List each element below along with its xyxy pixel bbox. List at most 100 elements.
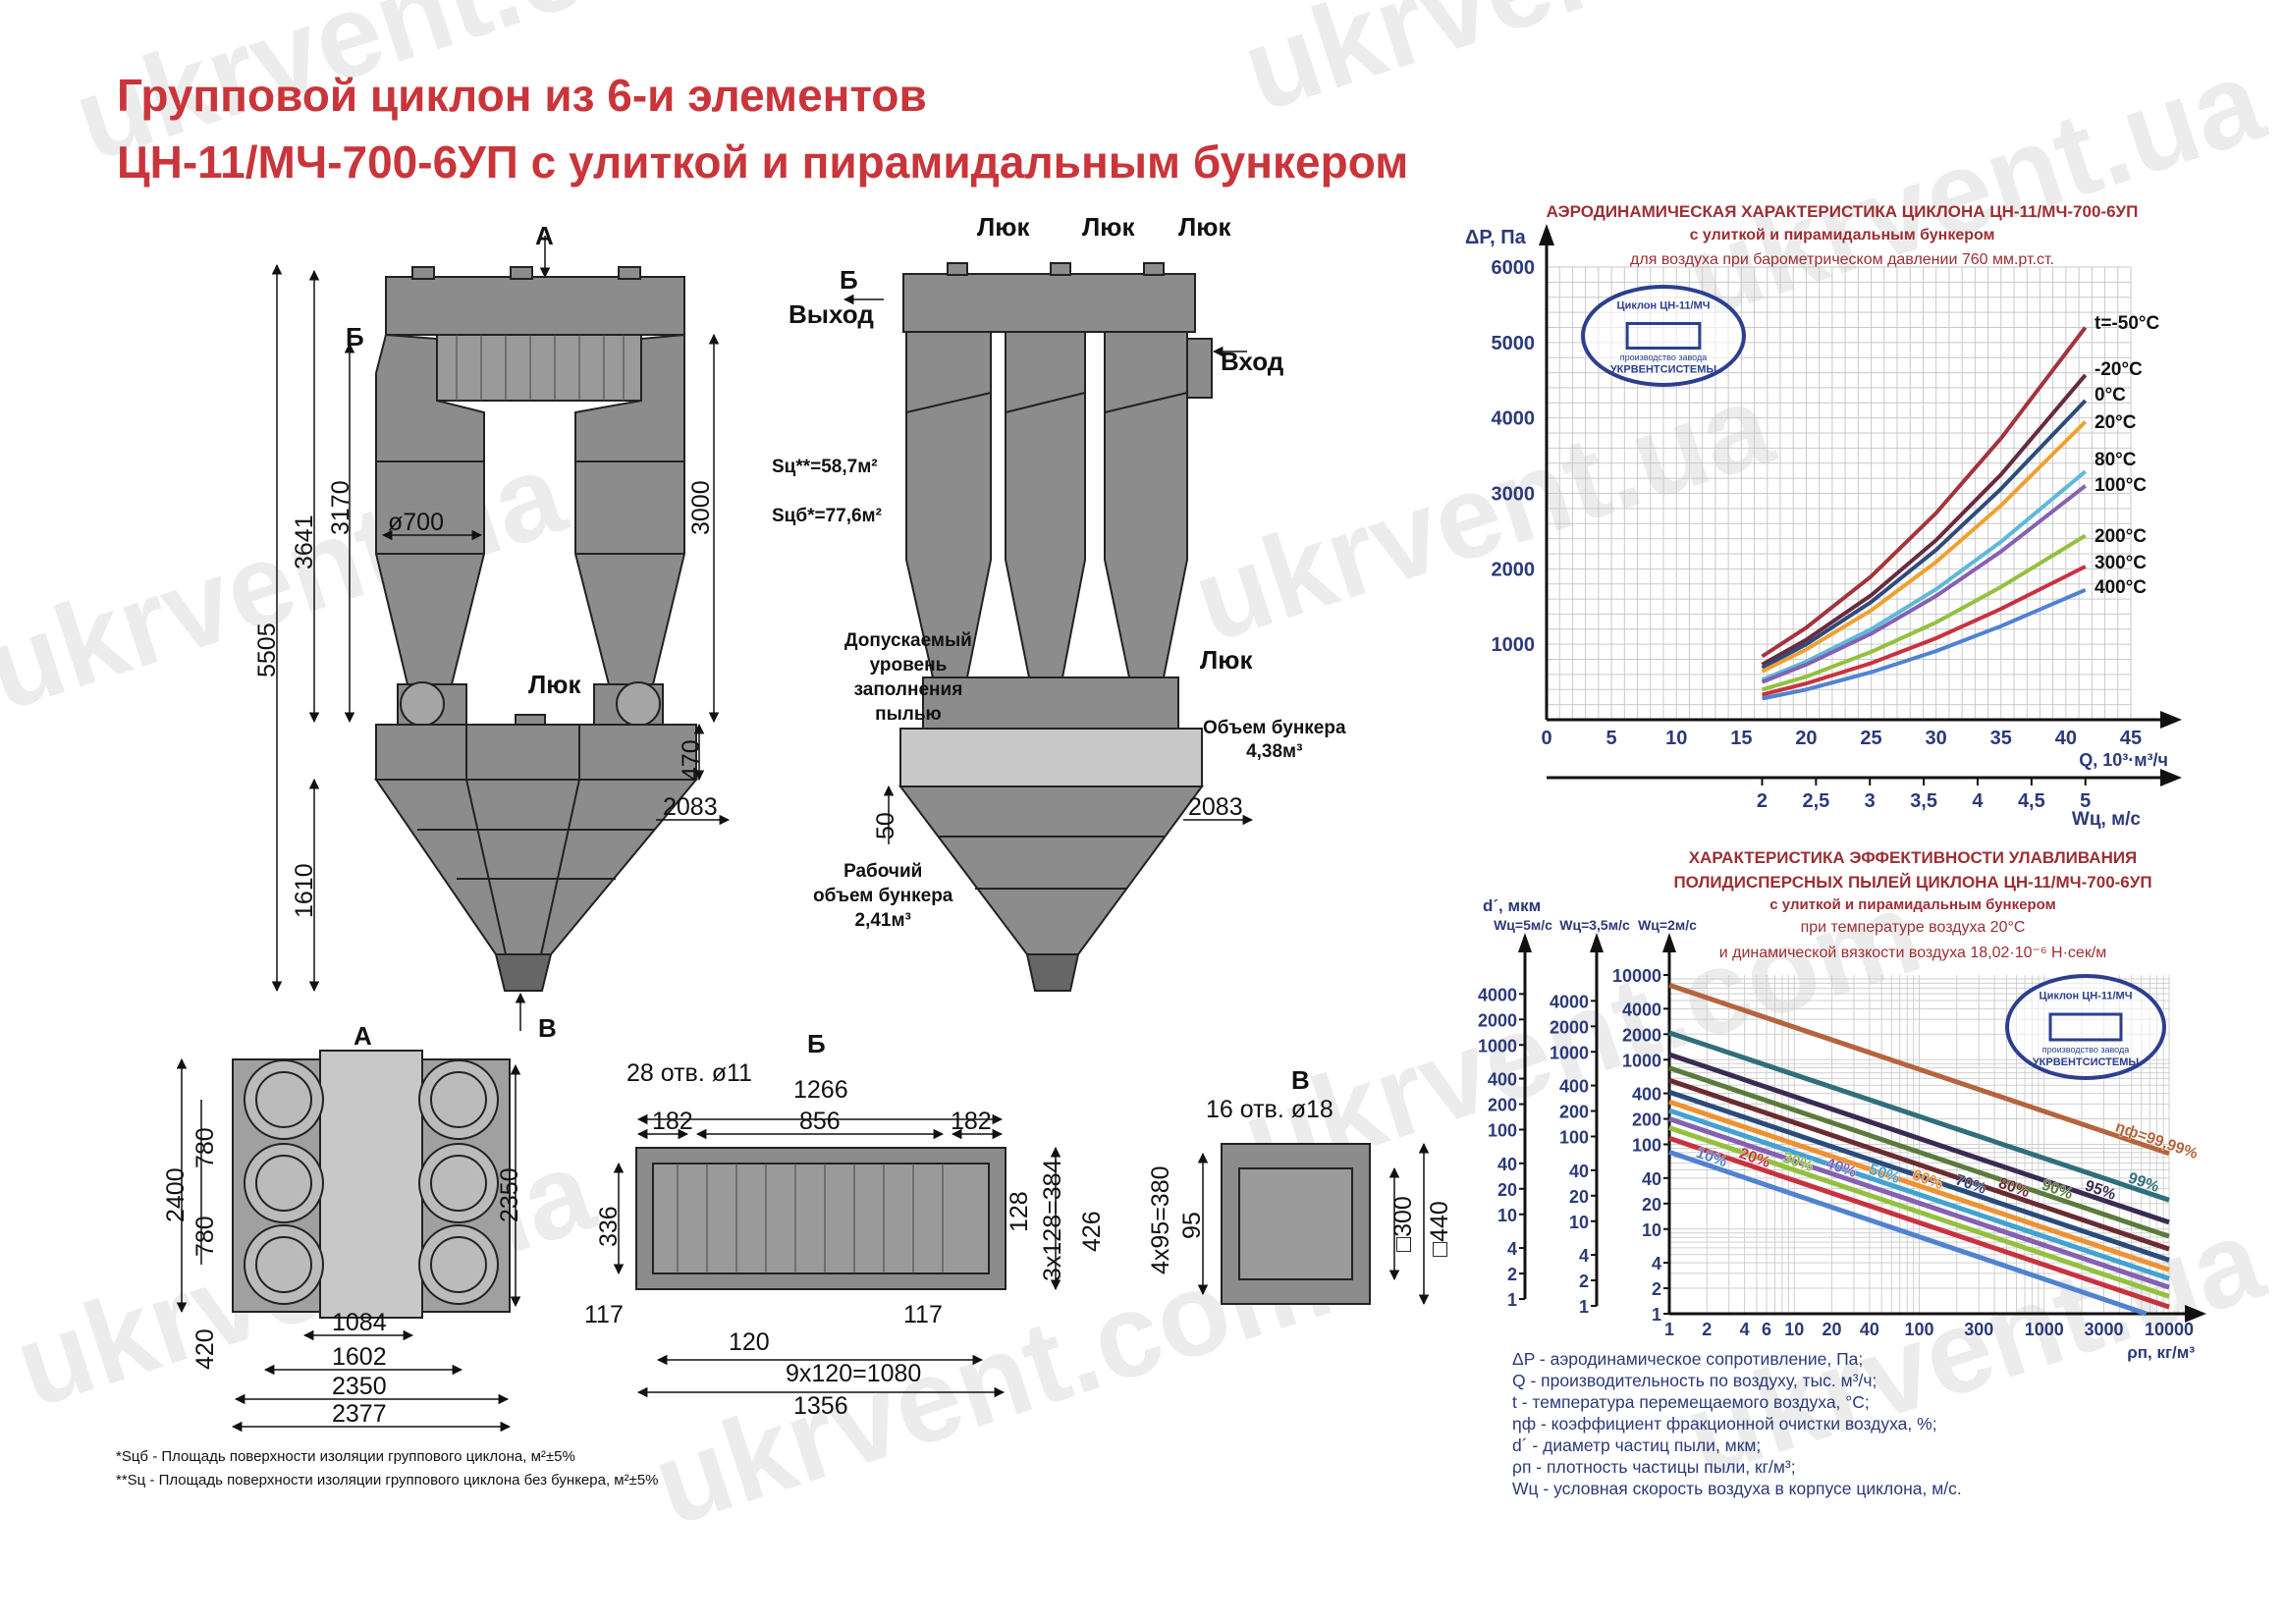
y-tick-label: 2000 [1492, 559, 1536, 580]
y-tick-label: 3000 [1492, 484, 1536, 506]
series-label: -20°C [2095, 359, 2143, 380]
series-line [1761, 484, 2087, 684]
series-line [1761, 420, 2088, 674]
section-b-label: Б [840, 265, 858, 295]
dim-2377: 2377 [332, 1400, 387, 1428]
x2-axis-arrow [2160, 769, 2182, 786]
stamp-border [1581, 285, 1746, 387]
legend-note: Q - производительность по воздуху, тыс. … [1512, 1371, 1877, 1390]
insulation-area-total: Sцб*=77,6м² [772, 506, 882, 526]
y-tick-label: 4000 [1492, 408, 1536, 430]
series-label: 200°C [2095, 526, 2147, 547]
view-v [1221, 1143, 1371, 1305]
series-line [1762, 587, 2087, 701]
footnote: **Sц - Площадь поверхности изоляции груп… [116, 1472, 659, 1489]
series-label: 80°C [2095, 450, 2137, 470]
footnote: *Sцб - Площадь поверхности изоляции груп… [116, 1448, 575, 1465]
dim-117: 117 [584, 1301, 624, 1328]
series-label: 0°C [2095, 385, 2126, 406]
x-tick-label: 15 [1730, 728, 1752, 749]
side-dimensions [843, 294, 1254, 844]
working-volume-label: Рабочий объем бункера 2,41м³ [813, 859, 952, 933]
text-line: объем бункера [813, 886, 953, 906]
inlet-pipe [1186, 338, 1213, 399]
series-line [1762, 565, 2087, 697]
chart2-title: ХАРАКТЕРИСТИКА ЭФФЕКТИВНОСТИ УЛАВЛИВАНИЯ [1688, 848, 2138, 867]
bunker-volume-label: Объем бункера 4,38м³ [1203, 717, 1346, 764]
view-a-dimensions [176, 1057, 521, 1433]
text-line: Рабочий [843, 861, 923, 882]
hatch-label: Люк [977, 212, 1030, 242]
dim-1602: 1602 [332, 1343, 387, 1371]
text-line: уровень [869, 655, 948, 676]
view-a-arrow-label: А [535, 221, 554, 250]
front-dimensions [271, 236, 731, 1031]
series-line [1761, 399, 2088, 670]
x-tick-label: 0 [1541, 728, 1551, 749]
x2-tick-label: 4 [1972, 790, 1984, 812]
stamp-text: Циклон ЦН-11/МЧ [1617, 300, 1711, 312]
inlet-label: Вход [1221, 347, 1284, 376]
x-tick-label: 45 [2120, 728, 2142, 749]
series-line [1761, 469, 2087, 682]
dim-1356: 1356 [793, 1392, 848, 1420]
view-v-title: В [1291, 1065, 1310, 1095]
view-v-dimensions [1197, 1142, 1430, 1306]
legend-note: t - температура перемещаемого воздуха, °… [1512, 1392, 1870, 1412]
view-v-arrow-label: В [538, 1013, 557, 1043]
front-view [374, 266, 699, 992]
x2-tick-label: 2 [1757, 790, 1768, 812]
dim-1084: 1084 [332, 1309, 387, 1336]
cyclone-icon [1625, 322, 1702, 350]
view-b [635, 1147, 1006, 1290]
holes-label: 28 отв. ø11 [626, 1059, 752, 1087]
legend-note: ρп - плотность частицы пыли, кг/м³; [1512, 1457, 1796, 1477]
legend-note: Wц - условная скорость воздуха в корпусе… [1512, 1479, 1962, 1498]
view-b-dimensions [613, 1113, 1061, 1398]
dim-856: 856 [799, 1108, 841, 1135]
x2-axis-label: Wц, м/с [2072, 809, 2142, 830]
stamp-text: производство завода [1620, 352, 1707, 362]
chart2-subtitle: с улиткой и пирамидальным бункером [1769, 896, 2056, 913]
x2-tick-label: 3 [1865, 790, 1876, 812]
chart2-subtitle2: при температуре воздуха 20°С [1800, 919, 2026, 936]
series-label: 100°C [2095, 475, 2147, 496]
dim-182: 182 [652, 1108, 693, 1135]
series-label: 300°C [2095, 553, 2147, 573]
x-tick-label: 10 [1665, 728, 1687, 749]
hatch-label: Люк [1200, 645, 1253, 675]
legend-note: ηф - коэффициент фракционной очистки воз… [1512, 1414, 1937, 1434]
series-label: 20°C [2095, 412, 2137, 433]
y-tick-label: 6000 [1492, 257, 1536, 279]
y-axis-label: ΔP, Па [1465, 227, 1527, 248]
hopper-box [375, 724, 697, 781]
x-tick-label: 30 [1926, 728, 1947, 749]
x-tick-label: 25 [1860, 728, 1881, 749]
cyclone-right [574, 333, 685, 685]
hatch-label: Люк [1178, 212, 1231, 242]
series-line [1761, 373, 2088, 667]
insulation-area-cyclone: Sц**=58,7м² [772, 457, 878, 477]
text-line: пылью [875, 704, 942, 725]
x-tick-label: 40 [2055, 728, 2077, 749]
text-line: заполнения [853, 679, 963, 700]
dim-2350: 2350 [332, 1373, 387, 1400]
y-tick-label: 1000 [1492, 634, 1536, 656]
x-tick-label: 20 [1795, 728, 1817, 749]
series-label: t=-50°C [2095, 313, 2159, 334]
dim-1266: 1266 [793, 1076, 848, 1104]
cyclone-left [375, 333, 485, 685]
x2-tick-label: 2,5 [1802, 790, 1829, 812]
chart1-title: АЭРОДИНАМИЧЕСКАЯ ХАРАКТЕРИСТИКА ЦИКЛОНА … [1546, 202, 2139, 221]
dim-182: 182 [951, 1108, 992, 1135]
view-b-title: Б [807, 1029, 826, 1058]
series-label: 400°C [2095, 577, 2147, 598]
legend-note: d´ - диаметр частиц пыли, мкм; [1512, 1435, 1762, 1455]
y-tick-label: 5000 [1492, 333, 1536, 354]
view-a [232, 1050, 511, 1319]
dim-2083: 2083 [663, 793, 718, 821]
dim-diameter: ø700 [388, 509, 444, 536]
chart1-subtitle: с улиткой и пирамидальным бункером [1689, 227, 1995, 244]
